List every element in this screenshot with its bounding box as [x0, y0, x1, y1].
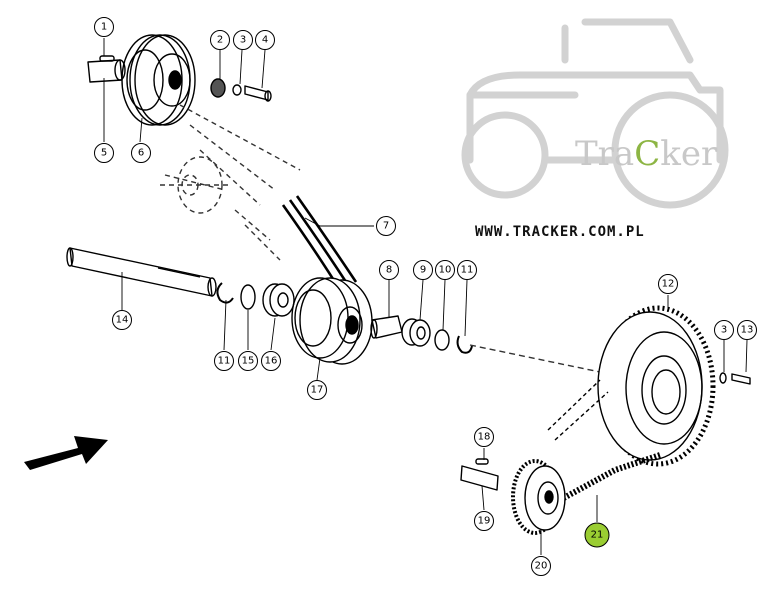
callout-17: 17 [307, 380, 327, 400]
callout-18: 18 [474, 427, 494, 447]
callout-14: 14 [112, 310, 132, 330]
direction-arrow [24, 436, 108, 470]
svg-text:6: 6 [138, 148, 144, 159]
svg-text:19: 19 [478, 516, 491, 527]
callout-2: 2 [210, 30, 230, 50]
svg-text:16: 16 [265, 356, 278, 367]
callout-21-highlighted: 21 [584, 522, 610, 548]
watermark-brand-prefix: Tra [575, 134, 634, 174]
top-pulley-drawing [121, 34, 196, 126]
callout-5: 5 [94, 143, 114, 163]
small-shaft-drawing [460, 458, 499, 491]
svg-text:18: 18 [478, 432, 491, 443]
svg-text:3: 3 [721, 325, 727, 336]
svg-text:TraCker: TraCker [575, 134, 718, 174]
svg-text:4: 4 [262, 35, 268, 46]
v-belt-drawing [281, 195, 358, 291]
circlip-left-drawing [216, 282, 234, 304]
svg-text:3: 3 [240, 35, 246, 46]
top-fastener-drawing [210, 78, 272, 102]
svg-text:12: 12 [662, 279, 675, 290]
callout-7: 7 [376, 216, 396, 236]
callouts: 1 2 3 4 5 6 7 8 9 10 11 12 3 13 14 11 15… [94, 17, 757, 576]
bearing-9-drawing [401, 318, 431, 347]
washer-10-drawing [434, 329, 450, 351]
toothed-belt-drawing [547, 379, 661, 503]
svg-text:14: 14 [116, 315, 129, 326]
sleeve-8-drawing [370, 315, 403, 339]
callout-9: 9 [413, 260, 433, 280]
svg-text:17: 17 [311, 385, 324, 396]
callout-1: 1 [94, 17, 114, 37]
callout-12: 12 [658, 274, 678, 294]
watermark-brand-highlight: C [634, 134, 660, 174]
svg-text:11: 11 [218, 356, 231, 367]
watermark-tractor-logo [461, 18, 729, 209]
svg-text:7: 7 [383, 221, 389, 232]
circlip-right-drawing [456, 335, 473, 354]
callout-6: 6 [131, 143, 151, 163]
middle-pulley-drawing [291, 277, 373, 365]
callout-11-right: 11 [457, 260, 477, 280]
watermark-brand-suffix: ker [660, 134, 718, 174]
svg-text:9: 9 [420, 265, 426, 276]
callout-16: 16 [261, 351, 281, 371]
leader-lines [103, 38, 748, 555]
callout-15: 15 [238, 351, 258, 371]
callout-3-top: 3 [233, 30, 253, 50]
callout-13: 13 [737, 320, 757, 340]
washer-15-drawing [240, 284, 256, 310]
callout-8: 8 [379, 260, 399, 280]
callout-3-right: 3 [714, 320, 734, 340]
svg-text:8: 8 [386, 265, 392, 276]
svg-text:5: 5 [101, 148, 107, 159]
callout-20: 20 [531, 556, 551, 576]
watermark-brand: TraCker [575, 134, 718, 174]
svg-text:10: 10 [439, 265, 452, 276]
svg-text:21: 21 [591, 530, 604, 541]
callout-4: 4 [255, 30, 275, 50]
top-shaft-drawing [87, 55, 126, 83]
svg-text:2: 2 [217, 35, 223, 46]
svg-text:15: 15 [242, 356, 255, 367]
washer-bolt-right-drawing [719, 372, 751, 385]
callout-10: 10 [435, 260, 455, 280]
axis-line [469, 344, 601, 373]
bearing-16-drawing [262, 283, 295, 317]
callout-11-left: 11 [214, 351, 234, 371]
large-gear-pulley-drawing [597, 305, 716, 467]
watermark-url: WWW.TRACKER.COM.PL [475, 224, 645, 240]
svg-text:13: 13 [741, 325, 754, 336]
ghost-pulley-drawing [160, 104, 301, 261]
svg-text:1: 1 [101, 22, 107, 33]
long-shaft-drawing [66, 247, 217, 297]
svg-text:11: 11 [461, 265, 474, 276]
small-gear-pulley-drawing [511, 459, 566, 535]
callout-19: 19 [474, 511, 494, 531]
svg-text:20: 20 [535, 561, 548, 572]
